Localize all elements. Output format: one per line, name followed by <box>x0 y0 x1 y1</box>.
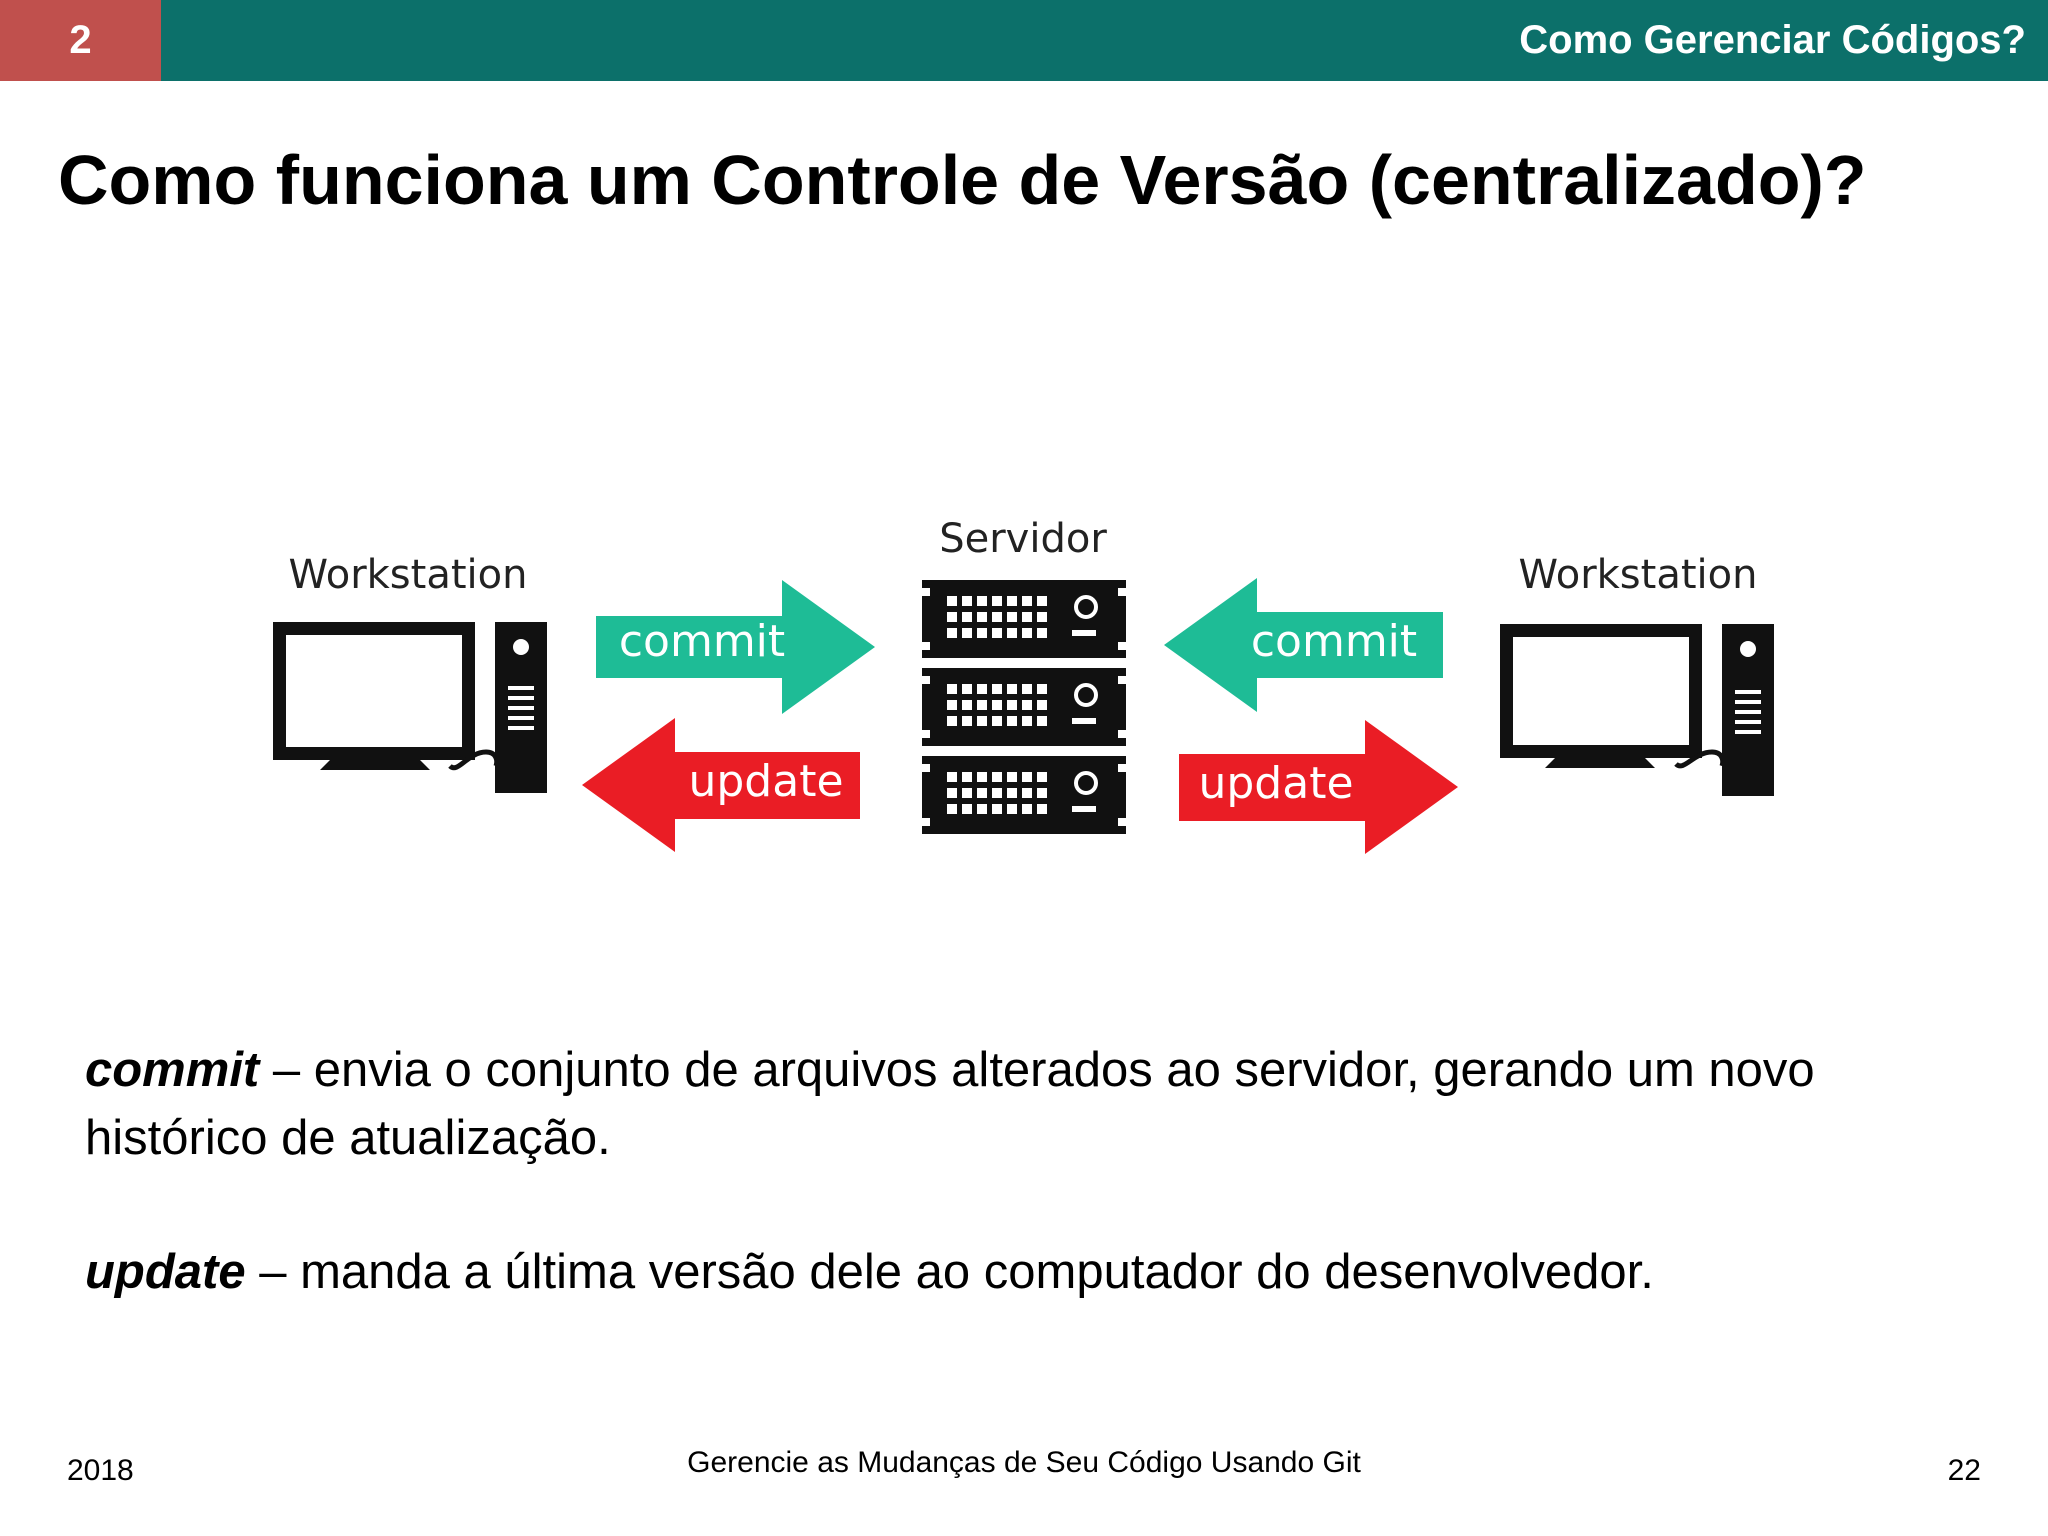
slide-title: Como funciona um Controle de Versão (cen… <box>58 141 1867 219</box>
definition-text: – manda a última versão dele ao computad… <box>245 1245 1654 1299</box>
definition-term: commit <box>85 1043 260 1097</box>
left-workstation-label: Workstation <box>289 552 528 598</box>
right-workstation-icon <box>1500 624 1774 796</box>
definition-commit: commit – envia o conjunto de arquivos al… <box>85 1036 1985 1172</box>
footer-title: Gerencie as Mudanças de Seu Código Usand… <box>687 1446 1361 1479</box>
section-number-badge: 2 <box>0 0 161 81</box>
section-title: Como Gerenciar Códigos? <box>1519 18 2026 62</box>
definition-update: update – manda a última versão dele ao c… <box>85 1238 1985 1306</box>
definition-term: update <box>85 1245 246 1299</box>
server-rack-unit <box>922 580 1126 658</box>
left-update-arrow: update <box>582 718 860 852</box>
left-commit-arrow: commit <box>596 580 875 714</box>
right-commit-arrow: commit <box>1164 578 1443 712</box>
left-commit-label: commit <box>619 616 785 667</box>
left-workstation-icon <box>273 622 547 793</box>
right-update-label: update <box>1198 758 1353 809</box>
server-rack-unit <box>922 668 1126 746</box>
header-bar <box>0 0 2048 81</box>
footer-page-number: 22 <box>1947 1454 1981 1487</box>
left-update-label: update <box>688 756 843 807</box>
server-label: Servidor <box>939 516 1107 562</box>
server-rack-unit <box>922 756 1126 834</box>
definition-text: – envia o conjunto de arquivos alterados… <box>85 1043 1815 1165</box>
definitions-block: commit – envia o conjunto de arquivos al… <box>85 1036 1985 1306</box>
right-update-arrow: update <box>1179 720 1458 854</box>
right-workstation-label: Workstation <box>1519 552 1758 598</box>
right-commit-label: commit <box>1251 616 1417 667</box>
server-icon <box>922 580 1126 834</box>
footer-year: 2018 <box>67 1454 134 1487</box>
